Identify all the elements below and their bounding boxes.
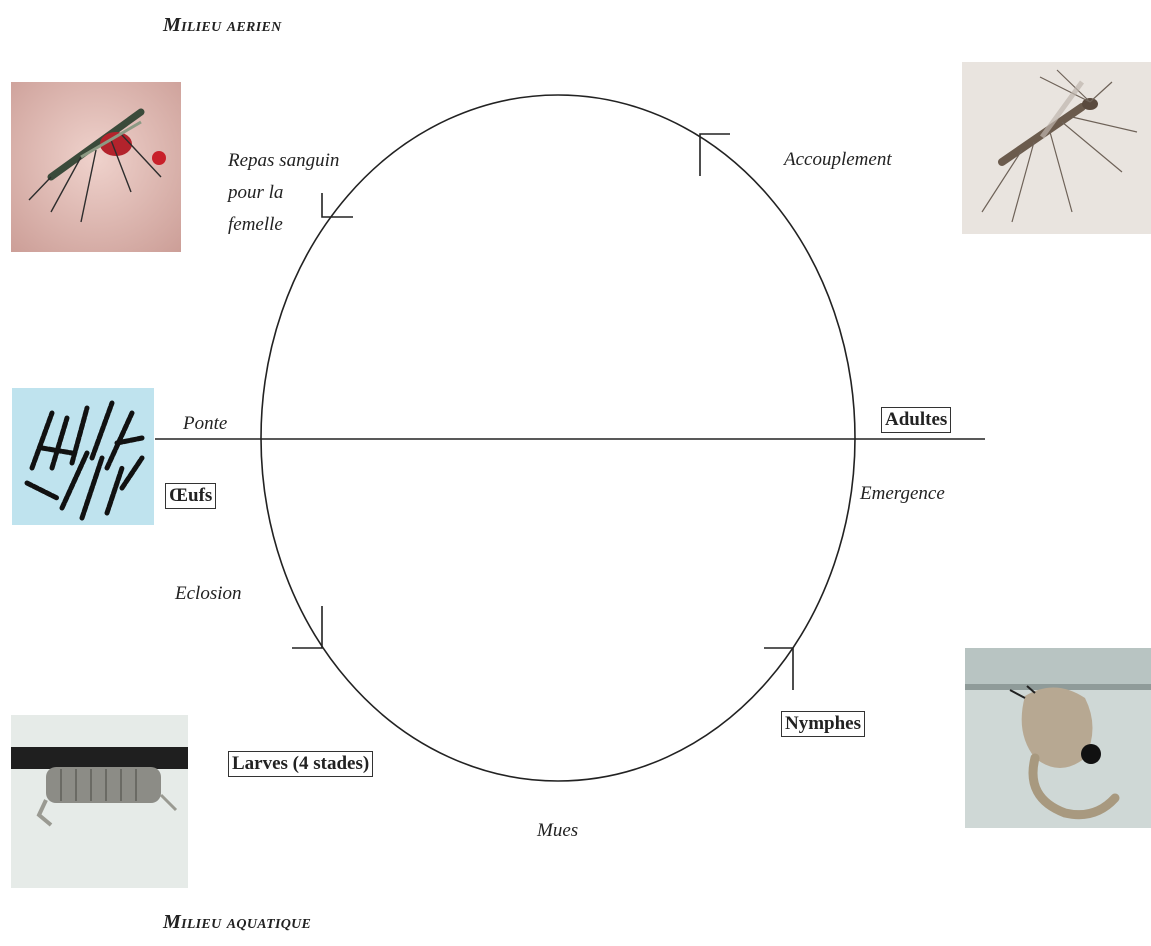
eggs-photo bbox=[12, 388, 154, 525]
pupa-photo bbox=[965, 648, 1151, 828]
emergence-label: Emergence bbox=[860, 483, 945, 505]
larves-label: Larves (4 stades) bbox=[228, 751, 373, 777]
ponte-label: Ponte bbox=[183, 413, 227, 435]
larva-photo bbox=[11, 715, 188, 888]
cycle-circle bbox=[261, 95, 855, 781]
tick-repas bbox=[322, 193, 353, 217]
mosquito-blood-meal-photo bbox=[11, 82, 181, 252]
mues-label: Mues bbox=[537, 820, 578, 842]
repas-label-line2: pour la bbox=[228, 182, 283, 204]
adult-mosquito-photo bbox=[962, 62, 1151, 234]
repas-label-line3: femelle bbox=[228, 214, 283, 236]
eclosion-label: Eclosion bbox=[175, 583, 242, 605]
tick-eclosion bbox=[292, 606, 322, 648]
accouplement-label: Accouplement bbox=[784, 149, 892, 171]
adultes-label: Adultes bbox=[881, 407, 951, 433]
nymphes-label: Nymphes bbox=[781, 711, 865, 737]
zone-aerien-label: Milieu aerien bbox=[163, 14, 282, 37]
zone-aquatique-label: Milieu aquatique bbox=[163, 911, 311, 934]
repas-label-line1: Repas sanguin bbox=[228, 150, 339, 172]
oeufs-label: Œufs bbox=[165, 483, 216, 509]
